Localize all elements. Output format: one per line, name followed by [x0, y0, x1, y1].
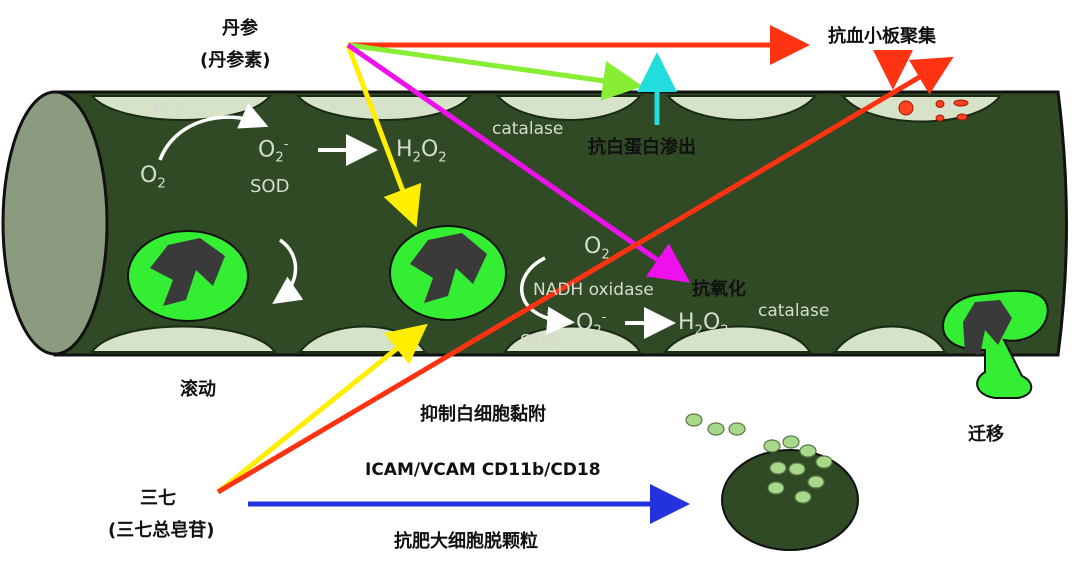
- leukocyte-adhering: [389, 225, 507, 321]
- endothelium-top: [89, 95, 1002, 123]
- sod-label-2: SOD: [520, 331, 560, 352]
- superoxide-label: O2-: [258, 137, 289, 166]
- inhibit-adhesion-label: 抑制白细胞黏附: [420, 404, 546, 425]
- endothelial-cell: [495, 95, 643, 121]
- endothelial-cell: [89, 95, 273, 121]
- platelet: [935, 114, 945, 122]
- granule: [685, 413, 703, 427]
- rolling-arrow: [272, 238, 304, 304]
- platelet: [953, 99, 969, 107]
- platelets: [898, 99, 969, 122]
- blood-vessel: [1, 90, 1068, 357]
- granule: [782, 435, 800, 449]
- granule: [728, 422, 746, 436]
- nadh-oxidase-label: NADH oxidase: [533, 280, 654, 300]
- sanqi-antiplatelet-arrow: [216, 56, 954, 495]
- leukocyte-rolling: [127, 230, 249, 322]
- effect-arrows: [216, 25, 954, 524]
- nucleus: [410, 233, 487, 303]
- granule: [815, 455, 833, 469]
- danshen-adhesion-arrow: [345, 44, 422, 228]
- granule: [799, 444, 817, 458]
- granule: [788, 462, 806, 476]
- catalase-label-2: catalase: [758, 301, 830, 321]
- nucleus: [150, 238, 225, 306]
- anti-mast-cell-label: 抗肥大细胞脱颗粒: [394, 531, 538, 552]
- platelet: [935, 100, 945, 108]
- granule: [763, 439, 781, 453]
- h2o2-label: H2O2: [396, 137, 447, 166]
- danshen-antioxidant-arrow: [346, 42, 691, 283]
- migration-label: 迁移: [968, 424, 1004, 445]
- platelet: [898, 100, 914, 116]
- danshen-compound-label: (丹参素): [200, 50, 271, 71]
- granule: [769, 461, 787, 475]
- anti-platelet-label: 抗血小板聚集: [828, 26, 936, 47]
- sanqi-label: 三七: [140, 488, 176, 509]
- rolling-label: 滚动: [180, 379, 216, 400]
- reaction-arrows: [158, 102, 575, 335]
- endothelial-cell: [663, 325, 812, 353]
- granule: [767, 481, 785, 495]
- nucleus: [963, 300, 1012, 355]
- endothelial-cell: [503, 325, 642, 353]
- superoxide-label-2: O2-: [576, 310, 607, 339]
- endothelial-cell: [833, 325, 947, 353]
- h2o2-label-2: H2O2: [678, 310, 729, 339]
- oxygen-label-2: O2: [584, 234, 610, 263]
- sanqi-compound-label: (三七总皂苷): [108, 520, 215, 541]
- straight-reaction-arrows: [318, 134, 676, 339]
- adhesion-molecules-label: ICAM/VCAM CD11b/CD18: [365, 460, 601, 480]
- released-granules: [685, 413, 746, 436]
- catalase-label: catalase: [492, 119, 564, 139]
- granule: [794, 490, 812, 504]
- leukocyte-migrating: [942, 289, 1049, 399]
- xo-arrow: [158, 102, 269, 161]
- danshen-label: 丹参: [222, 18, 258, 39]
- danshen-protein-arrow: [347, 42, 643, 101]
- sanqi-adhesion-arrow: [216, 323, 428, 494]
- oxygen-label: O2: [140, 163, 166, 192]
- vessel-opening: [1, 90, 109, 356]
- endothelial-cell: [665, 95, 818, 121]
- endothelial-cell: [90, 325, 277, 353]
- granule: [807, 475, 825, 489]
- granule: [707, 422, 725, 436]
- nadh-arrow: [520, 256, 575, 335]
- anti-protein-leak-label: 抗白蛋白渗出: [588, 137, 696, 158]
- sod-label: SOD: [250, 176, 290, 197]
- mast-cell: [685, 413, 859, 551]
- xo-label: XO: [150, 98, 181, 123]
- platelet: [956, 113, 968, 121]
- vessel-body: [53, 90, 1068, 357]
- antioxidant-label: 抗氧化: [692, 279, 746, 300]
